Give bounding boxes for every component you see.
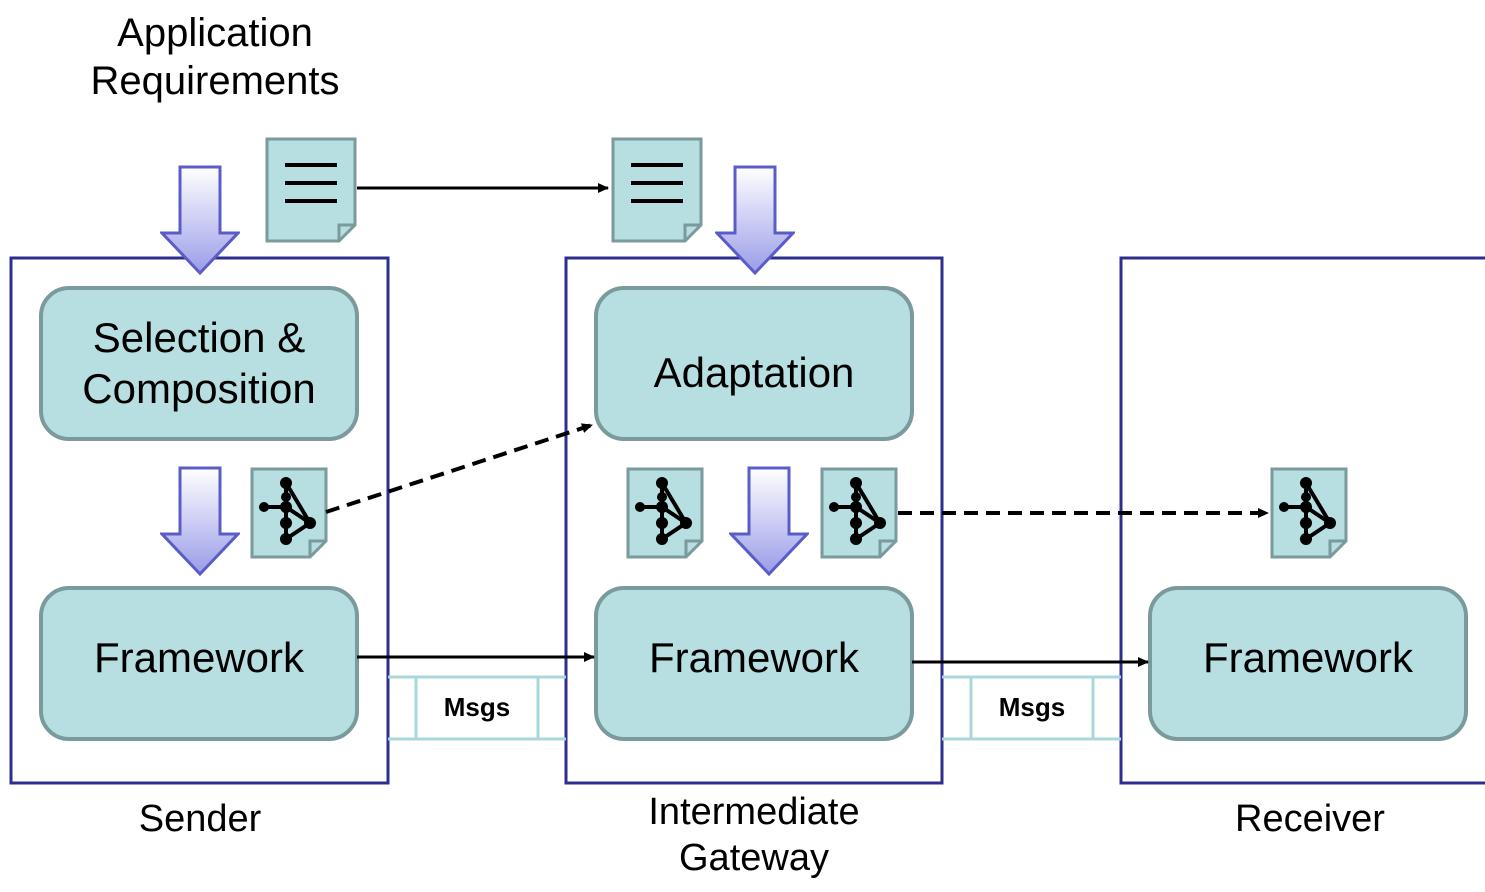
msgs-label-1: Msgs [443, 692, 511, 723]
receiver-label: Receiver [1235, 798, 1385, 841]
requirements-doc-icon-sender [265, 137, 357, 243]
composition-graph-icon-sender [250, 467, 328, 559]
adaptation-node [594, 286, 914, 441]
msgs-label-2: Msgs [998, 692, 1066, 723]
selection-composition-node [39, 286, 359, 441]
receiver-framework-node [1148, 586, 1468, 741]
composition-down-arrow [160, 466, 240, 576]
adaptation-down-arrow [729, 466, 809, 576]
application-requirements-label: Application Requirements [90, 11, 340, 103]
sender-framework-label: Framework [93, 634, 305, 682]
sender-label: Sender [138, 798, 262, 841]
composition-graph-icon-gateway-left [626, 467, 704, 559]
requirements-doc-icon-gateway [611, 137, 703, 243]
receiver-framework-label: Framework [1202, 634, 1414, 682]
receiver-container [1119, 256, 1485, 785]
msgs-pipe-1 [388, 675, 566, 741]
gateway-framework-label: Framework [648, 634, 860, 682]
composition-graph-icon-receiver [1270, 467, 1348, 559]
composition-to-adaptation-dashed-arrow [325, 423, 593, 514]
msgs-pipe-2 [942, 675, 1121, 741]
adaptation-label: Adaptation [653, 349, 855, 397]
selection-composition-label: Selection & Composition [82, 314, 316, 412]
sender-framework-node [39, 586, 359, 741]
composition-graph-icon-gateway-right [820, 467, 898, 559]
intermediate-gateway-label: Intermediate Gateway [648, 791, 860, 879]
